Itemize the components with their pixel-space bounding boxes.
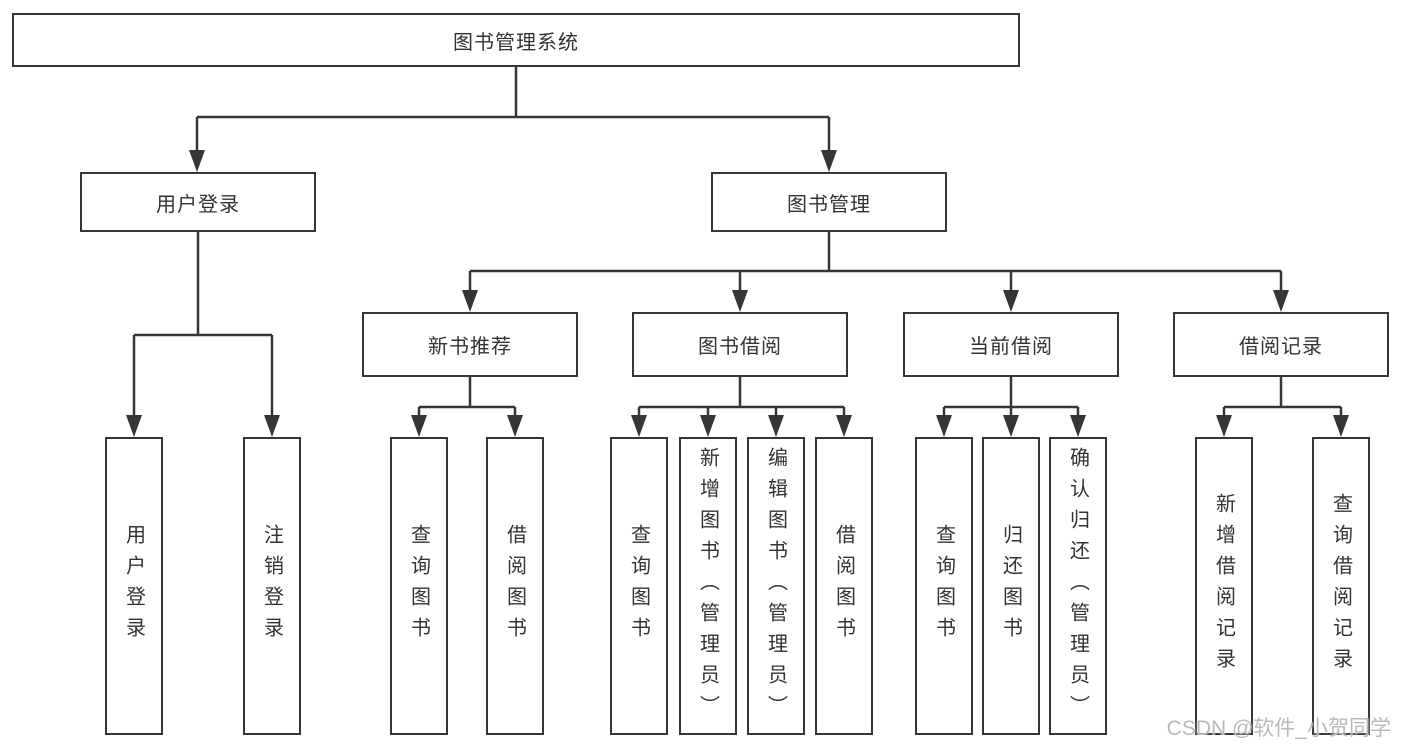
node-new-book-rec: 新书推荐 <box>362 312 578 377</box>
csdn-watermark: CSDN @软件_小贺同学 <box>1166 717 1391 740</box>
leaf-rec-query-record: 查询借阅记录 <box>1312 437 1370 735</box>
leaf-bb-borrow-book: 借阅图书 <box>815 437 873 735</box>
arrow-down-icon <box>1003 290 1019 312</box>
arrow-down-icon <box>1216 415 1232 437</box>
arrow-down-icon <box>1273 290 1289 312</box>
leaf-bb-edit-book-admin: 编辑图书（管理员） <box>747 437 805 735</box>
node-book-mgmt: 图书管理 <box>711 172 947 232</box>
arrow-down-icon <box>462 290 478 312</box>
connector-new-book-subtree <box>411 377 523 437</box>
leaf-bb-query-book: 查询图书 <box>610 437 668 735</box>
leaf-cb-query-book: 查询图书 <box>915 437 973 735</box>
leaf-user-login: 用户登录 <box>105 437 163 735</box>
arrow-down-icon <box>1003 415 1019 437</box>
arrow-down-icon <box>936 415 952 437</box>
node-borrow-records: 借阅记录 <box>1173 312 1389 377</box>
arrow-down-icon <box>1070 415 1086 437</box>
leaf-cb-confirm-return-admin: 确认归还（管理员） <box>1049 437 1107 735</box>
arrow-down-icon <box>507 415 523 437</box>
arrow-down-icon <box>1333 415 1349 437</box>
node-root: 图书管理系统 <box>12 13 1020 67</box>
arrow-down-icon <box>126 415 142 437</box>
leaf-cb-return-book: 归还图书 <box>982 437 1040 735</box>
leaf-rec-add-record: 新增借阅记录 <box>1195 437 1253 735</box>
arrow-down-icon <box>411 415 427 437</box>
leaf-logout: 注销登录 <box>243 437 301 735</box>
arrow-down-icon <box>821 150 837 172</box>
leaf-nb-borrow-book: 借阅图书 <box>486 437 544 735</box>
arrow-down-icon <box>732 290 748 312</box>
node-book-borrow: 图书借阅 <box>632 312 848 377</box>
arrow-down-icon <box>768 415 784 437</box>
connector-book-borrow-subtree <box>631 377 852 437</box>
connector-current-borrow-subtree <box>936 377 1086 437</box>
arrow-down-icon <box>700 415 716 437</box>
connector-borrow-records-subtree <box>1216 377 1349 437</box>
arrow-down-icon <box>264 415 280 437</box>
arrow-down-icon <box>189 150 205 172</box>
connector-user-login-subtree <box>126 232 280 437</box>
connector-book-mgmt-to-modules <box>462 232 1289 312</box>
arrow-down-icon <box>631 415 647 437</box>
connector-root-to-branches <box>189 67 837 172</box>
node-current-borrow: 当前借阅 <box>903 312 1119 377</box>
leaf-bb-add-book-admin: 新增图书（管理员） <box>679 437 737 735</box>
leaf-nb-query-book: 查询图书 <box>390 437 448 735</box>
node-user-login: 用户登录 <box>80 172 316 232</box>
arrow-down-icon <box>836 415 852 437</box>
